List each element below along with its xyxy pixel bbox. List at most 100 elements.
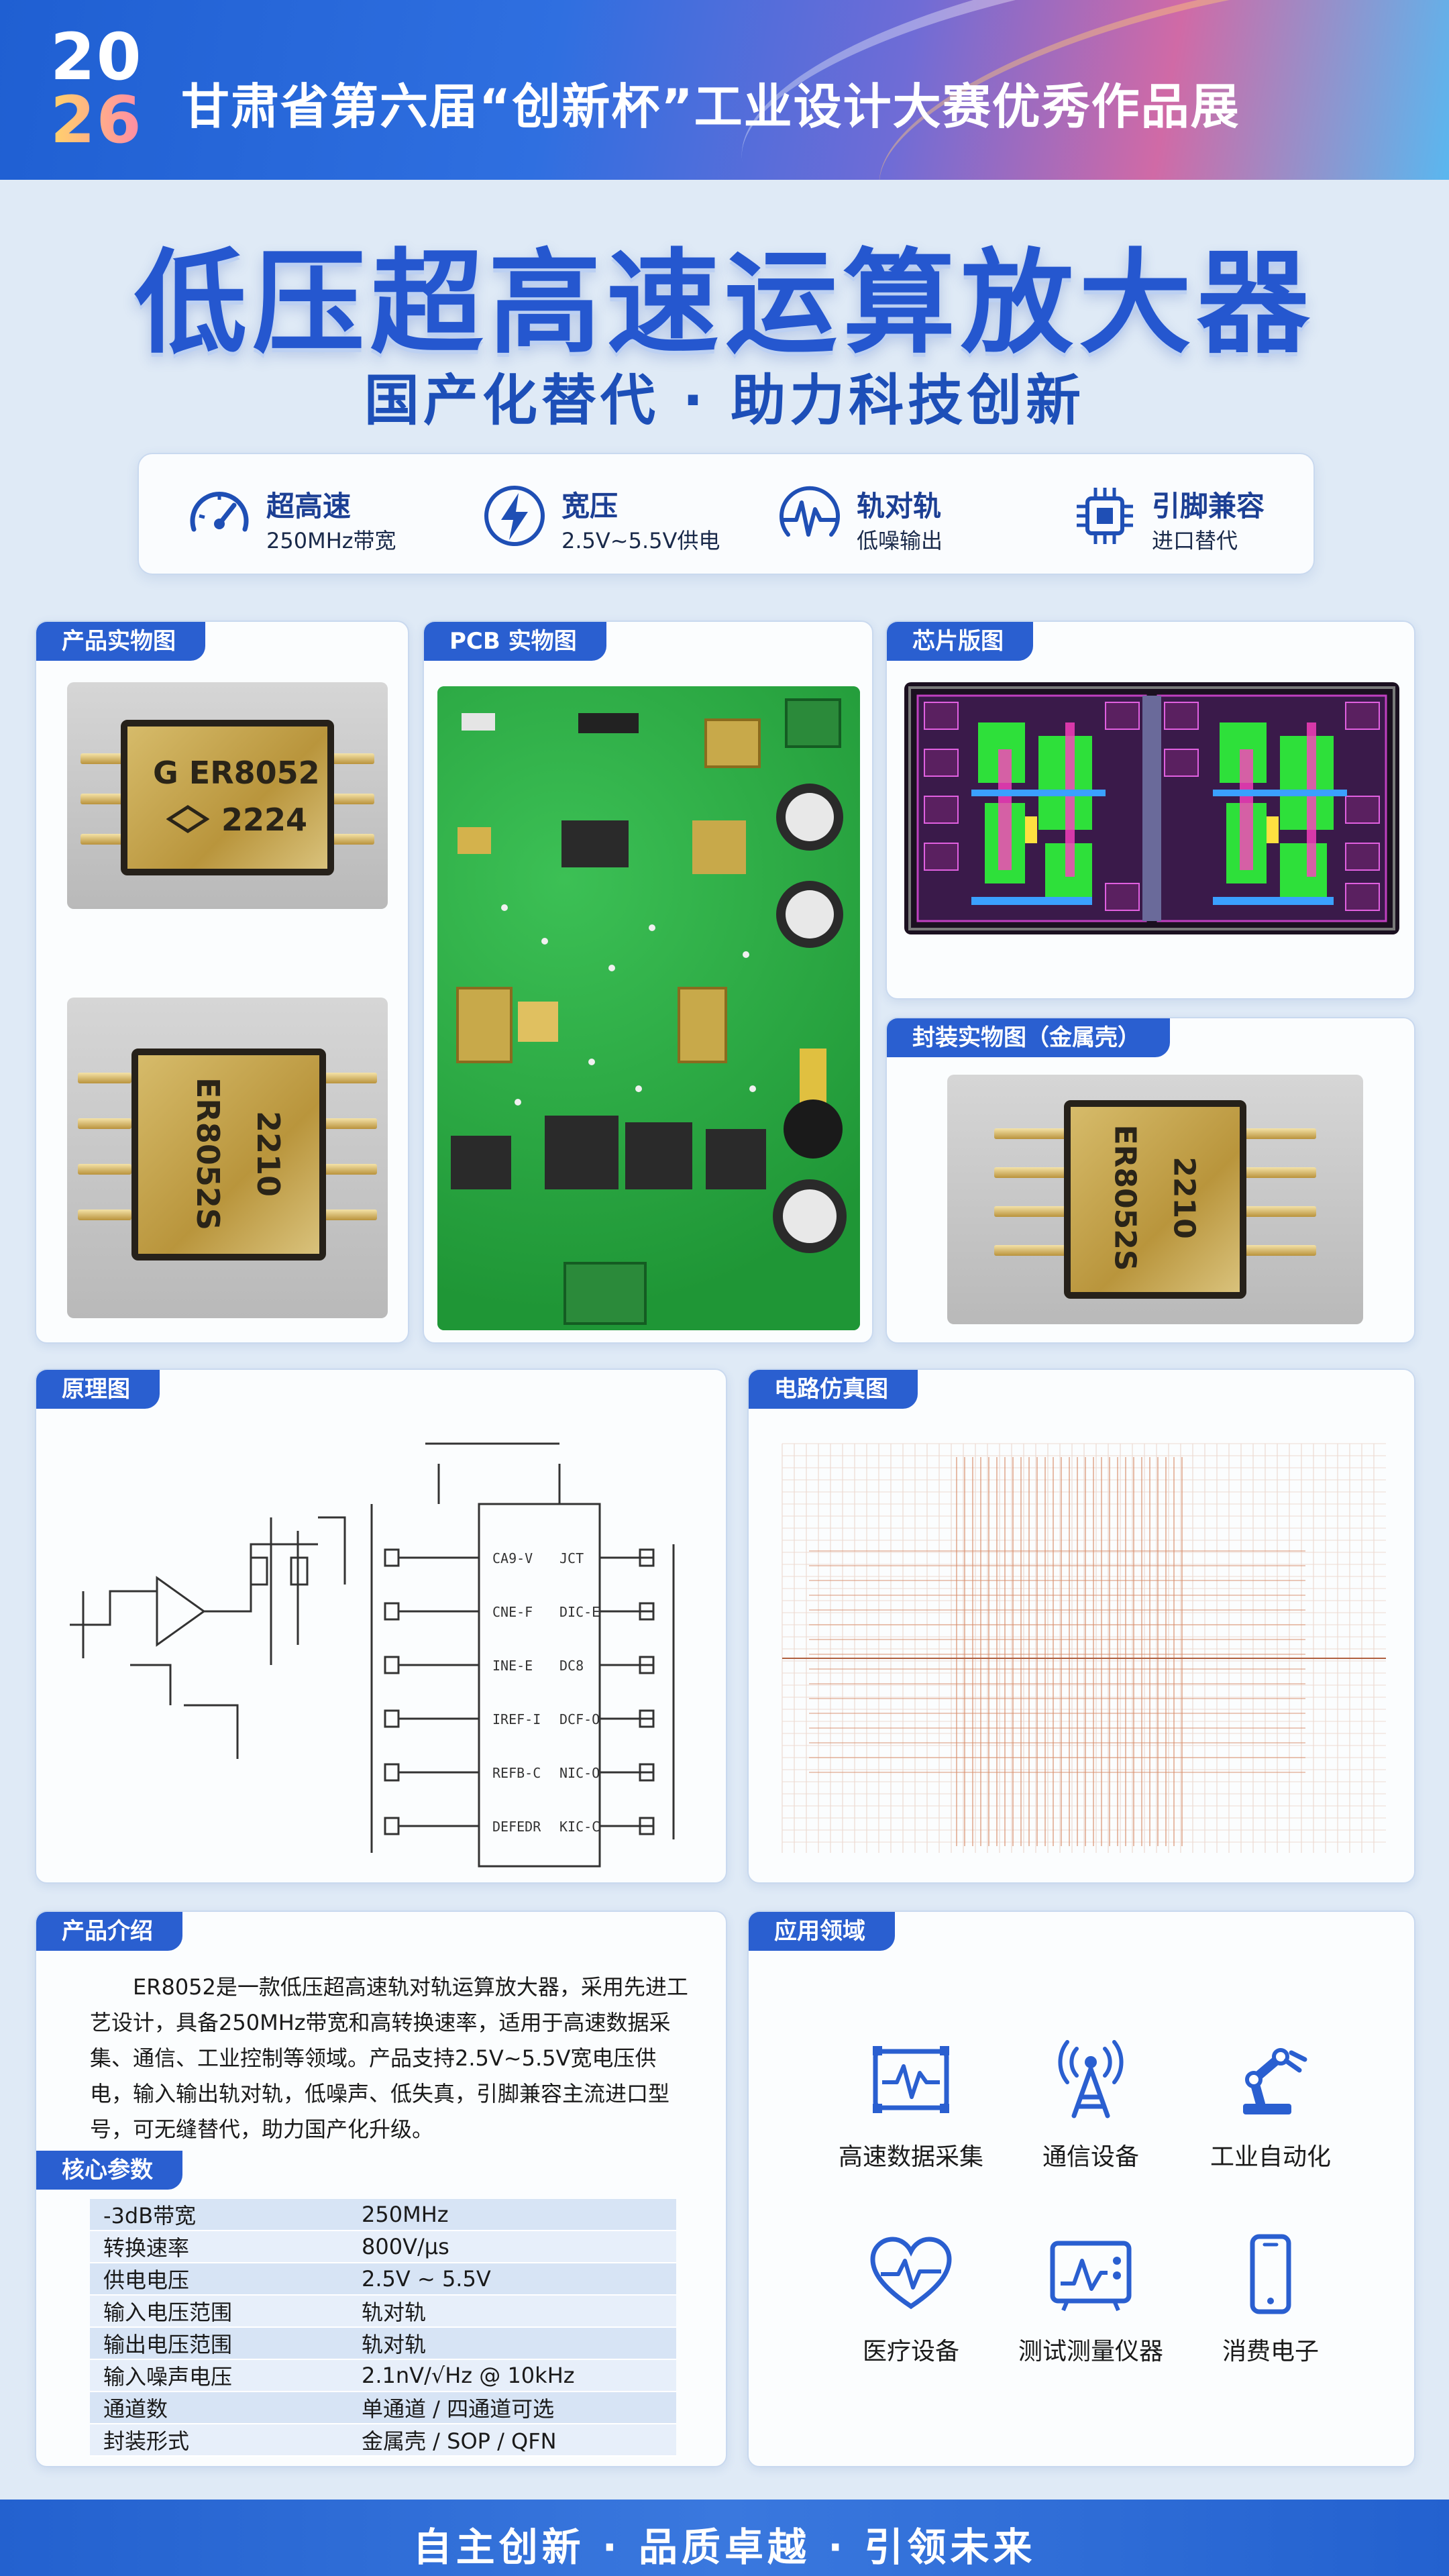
feature-title: 宽压 (561, 490, 619, 523)
param-value: 轨对轨 (348, 2295, 676, 2328)
chip-marking: G ER8052 (153, 755, 320, 791)
param-key: 输出电压范围 (90, 2327, 348, 2360)
year-top: 20 (50, 19, 143, 95)
gold-package: ER8052S 2210 (1064, 1100, 1246, 1299)
param-value: 250MHz (348, 2199, 676, 2231)
application-label: 测试测量仪器 (1018, 2338, 1163, 2365)
param-key: 供电电压 (90, 2263, 348, 2296)
param-value: 轨对轨 (348, 2327, 676, 2360)
intro-text: ER8052是一款低压超高速轨对轨运算放大器，采用先进工艺设计，具备250MHz… (90, 1974, 688, 2142)
schematic-panel: 原理图 CA9- (35, 1368, 727, 1884)
speedometer-icon (190, 492, 249, 532)
antenna-tower-icon (1058, 2040, 1124, 2118)
param-key: 输入电压范围 (90, 2295, 348, 2328)
panel-tag: PCB 实物图 (424, 622, 606, 661)
footer-slogan: 自主创新 · 品质卓越 · 引领未来 (413, 2524, 1036, 2570)
param-key: -3dB带宽 (90, 2199, 348, 2231)
chip-marking: ER8052S (190, 1077, 227, 1231)
layout-graphic (908, 686, 1395, 930)
simulation-graphic (782, 1443, 1386, 1853)
param-row: 封装形式金属壳 / SOP / QFN (90, 2424, 676, 2457)
application-item: 高速数据采集 (810, 2039, 1012, 2172)
package-photo-panel: 封装实物图（金属壳） ER8052S 2210 (885, 1017, 1415, 1344)
svg-text:NIC-O: NIC-O (559, 1765, 600, 1781)
svg-text:JCT: JCT (559, 1550, 584, 1566)
chip-photo-bottom: ER8052S 2210 (67, 998, 388, 1318)
application-label: 通信设备 (1042, 2143, 1139, 2171)
simulation-panel: 电路仿真图 (747, 1368, 1415, 1884)
svg-text:DEFEDR: DEFEDR (492, 1819, 541, 1835)
product-photo-panel: 产品实物图 G ER8052 2224 ER8052S 2210 (35, 621, 409, 1344)
param-row: 输入电压范围轨对轨 (90, 2295, 676, 2328)
param-row: 输出电压范围轨对轨 (90, 2327, 676, 2360)
data-acquisition-icon (873, 2046, 949, 2113)
panel-tag: 产品实物图 (36, 622, 205, 661)
feature-sub: 250MHz带宽 (266, 528, 396, 553)
application-label: 医疗设备 (862, 2338, 959, 2365)
svg-text:CNE-F: CNE-F (492, 1604, 533, 1620)
oscilloscope-icon (1050, 2241, 1132, 2312)
feature-wide-voltage: 宽压 2.5V~5.5V供电 (434, 454, 728, 576)
feature-title: 超高速 (266, 490, 352, 523)
application-label: 高速数据采集 (838, 2143, 983, 2171)
footer-bar (0, 2500, 1449, 2576)
chip-marking: 2210 (250, 1110, 287, 1197)
panel-tag: 封装实物图（金属壳） (887, 1018, 1170, 1057)
svg-text:IREF-I: IREF-I (492, 1711, 541, 1727)
application-item: 工业自动化 (1170, 2039, 1371, 2172)
package-photo-image: ER8052S 2210 (947, 1075, 1363, 1324)
param-key: 转换速率 (90, 2231, 348, 2263)
application-label: 工业自动化 (1210, 2143, 1331, 2171)
feature-title: 轨对轨 (857, 490, 942, 523)
param-key: 通道数 (90, 2392, 348, 2424)
feature-rail-to-rail: 轨对轨 低噪输出 (729, 454, 1023, 576)
param-value: 800V/μs (348, 2231, 676, 2263)
waveform-icon (780, 486, 840, 537)
param-value: 2.5V ~ 5.5V (348, 2263, 676, 2296)
param-key: 输入噪声电压 (90, 2359, 348, 2392)
svg-text:DCF-O: DCF-O (559, 1711, 600, 1727)
pcb-components (451, 698, 847, 1325)
param-row: 通道数单通道 / 四通道可选 (90, 2392, 676, 2424)
header-banner (0, 0, 1449, 180)
param-value: 单通道 / 四通道可选 (348, 2392, 676, 2424)
pcb-board-image (437, 686, 860, 1330)
svg-text:REFB-C: REFB-C (492, 1765, 541, 1781)
feature-high-speed: 超高速 250MHz带宽 (139, 454, 433, 576)
feature-sub: 进口替代 (1152, 528, 1238, 553)
gold-package: G ER8052 2224 (121, 720, 334, 875)
feature-bar: 超高速 250MHz带宽 宽压 2.5V~5.5V供电 轨对轨 低噪输出 (138, 453, 1315, 575)
intro-panel: 产品介绍 ER8052是一款低压超高速轨对轨运算放大器，采用先进工艺设计，具备2… (35, 1911, 727, 2467)
lightning-icon (484, 486, 545, 546)
chip-marking: 2224 (221, 802, 308, 838)
smartphone-icon (1250, 2234, 1291, 2314)
feature-sub: 2.5V~5.5V供电 (561, 528, 720, 553)
panel-tag: 原理图 (36, 1370, 160, 1409)
svg-text:DIC-E: DIC-E (559, 1604, 600, 1620)
svg-text:DC8: DC8 (559, 1658, 584, 1674)
feature-sub: 低噪输出 (857, 528, 943, 553)
svg-text:INE-E: INE-E (492, 1658, 533, 1674)
chip-icon (1077, 488, 1133, 544)
heart-pulse-icon (870, 2237, 952, 2310)
param-value: 2.1nV/√Hz @ 10kHz (348, 2359, 676, 2392)
chip-photo-top: G ER8052 2224 (67, 682, 388, 909)
application-item: 通信设备 (990, 2039, 1191, 2172)
chip-marking: 2210 (1167, 1157, 1201, 1239)
gold-package: ER8052S 2210 (131, 1049, 326, 1260)
product-subtitle: 国产化替代 · 助力科技创新 (364, 369, 1085, 433)
exhibition-title: 甘肃省第六届“创新杯”工业设计大赛优秀作品展 (181, 78, 1240, 135)
application-item: 测试测量仪器 (990, 2234, 1191, 2367)
panel-tag: 应用领域 (749, 1912, 895, 1951)
application-label: 消费电子 (1222, 2338, 1319, 2365)
application-item: 医疗设备 (810, 2234, 1012, 2367)
chip-layout-panel: 芯片版图 (885, 621, 1415, 1000)
chip-layout-image (904, 682, 1399, 934)
feature-title: 引脚兼容 (1152, 490, 1265, 523)
param-key: 封装形式 (90, 2424, 348, 2457)
product-title: 低压超高速运算放大器 (134, 237, 1315, 369)
